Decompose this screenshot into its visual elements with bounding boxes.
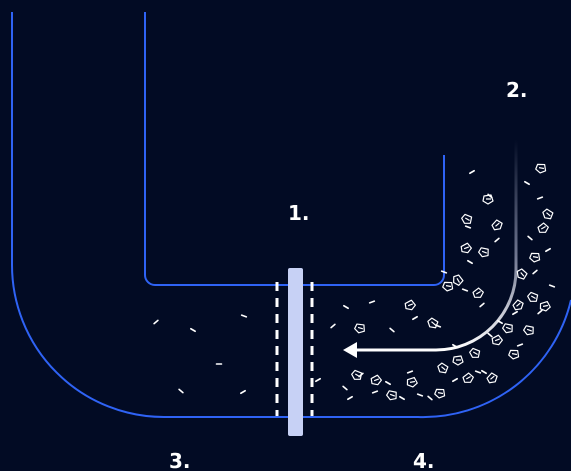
particle-speck xyxy=(386,382,390,385)
particle-speck xyxy=(191,329,195,332)
particle-speck xyxy=(348,397,352,400)
particle-clump xyxy=(350,369,363,382)
label-flow: 2. xyxy=(506,78,528,102)
particle-speck xyxy=(373,391,378,393)
particle-speck xyxy=(442,271,447,273)
particle-clump xyxy=(472,287,485,300)
particle-speck xyxy=(538,197,543,199)
particle-clump xyxy=(535,163,546,174)
particle-speck xyxy=(528,236,532,239)
particle-clump xyxy=(442,281,453,292)
particle-clump xyxy=(451,274,464,287)
particle-speck xyxy=(241,391,245,394)
filter-membrane xyxy=(277,268,312,436)
label-right-chamber: 4. xyxy=(413,449,435,471)
particle-clump xyxy=(526,291,539,304)
particle-speck xyxy=(482,371,486,374)
filter-bar xyxy=(288,268,303,436)
particle-speck xyxy=(331,324,335,327)
particle-clump xyxy=(426,317,439,330)
particle-clump xyxy=(460,243,472,255)
particle-clump xyxy=(406,377,417,388)
particle-speck xyxy=(418,394,423,396)
particle-clump xyxy=(462,372,475,385)
particle-clump xyxy=(529,252,540,263)
particle-speck xyxy=(242,315,247,317)
particle-clump xyxy=(483,195,493,204)
flow-arrow-line xyxy=(356,140,516,350)
particle-speck xyxy=(468,261,472,264)
particle-speck xyxy=(428,396,432,399)
particle-speck xyxy=(550,285,555,287)
particle-speck xyxy=(476,371,481,373)
particle-clump xyxy=(537,222,550,235)
particle-speck xyxy=(154,320,158,323)
particle-speck xyxy=(513,312,517,315)
particle-clump xyxy=(436,362,449,375)
particle-speck xyxy=(400,397,404,400)
label-filter: 1. xyxy=(288,201,310,225)
particle-clump xyxy=(512,299,525,312)
particle-clump xyxy=(370,375,382,387)
particle-clump xyxy=(478,247,490,259)
label-left-chamber: 3. xyxy=(169,449,191,471)
particle-speck xyxy=(538,310,542,313)
particle-clump xyxy=(434,388,445,399)
particle-speck xyxy=(344,306,348,309)
particle-clump xyxy=(404,300,416,312)
particle-speck xyxy=(179,389,183,392)
particle-clump xyxy=(491,335,503,347)
particle-speck xyxy=(408,371,413,373)
particle-speck xyxy=(546,249,550,252)
particle-speck xyxy=(518,344,523,346)
particle-speck xyxy=(453,379,457,382)
particle-clump xyxy=(523,325,535,337)
particle-speck xyxy=(370,301,375,303)
particle-clump xyxy=(491,219,504,232)
particle-speck xyxy=(498,321,502,324)
particle-speck xyxy=(413,317,417,320)
inner-channel-wall xyxy=(145,12,444,285)
particle-clump xyxy=(508,349,519,360)
particle-speck xyxy=(463,289,468,291)
flow-arrowhead xyxy=(343,342,357,358)
particle-clump xyxy=(354,323,366,334)
particle-speck xyxy=(316,379,320,382)
particle-speck xyxy=(390,328,394,331)
particles xyxy=(154,163,554,401)
particle-speck xyxy=(466,226,471,228)
particle-speck xyxy=(488,333,492,336)
particle-clump xyxy=(486,372,499,385)
particle-clump xyxy=(502,323,514,335)
particle-speck xyxy=(495,238,499,241)
particle-clump xyxy=(386,390,398,402)
particle-speck xyxy=(525,182,529,185)
particle-speck xyxy=(343,386,347,389)
particle-speck xyxy=(480,303,484,306)
particle-clump xyxy=(541,208,554,221)
particle-speck xyxy=(533,270,537,273)
particle-clump xyxy=(453,356,463,365)
particle-speck xyxy=(470,171,474,174)
particle-clump xyxy=(468,347,481,360)
particle-clump xyxy=(460,213,473,226)
